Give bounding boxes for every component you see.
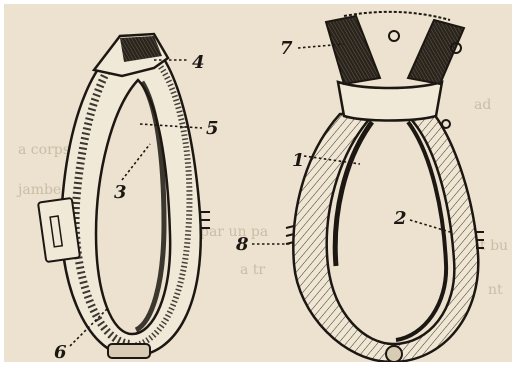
- right-collar-ring-left: [389, 31, 399, 41]
- callout-4: 4: [192, 52, 205, 73]
- right-collar-ring-side: [442, 120, 450, 128]
- figure-frame: a corps de jambes d'un par un pa a tr ad…: [4, 4, 512, 362]
- bleed-line-5: ad: [474, 97, 491, 113]
- right-collar-bottom-fitting: [386, 346, 402, 362]
- callout-3: 3: [114, 182, 127, 203]
- bleed-line-6: t bu: [480, 238, 508, 254]
- right-collar-band: [338, 82, 442, 121]
- callout-6: 6: [54, 342, 67, 362]
- callout-7: 7: [280, 38, 293, 59]
- callout-5: 5: [206, 118, 219, 139]
- left-collar-bottom-fitting: [108, 344, 150, 358]
- collar-diagram: a corps de jambes d'un par un pa a tr ad…: [4, 4, 512, 362]
- bleed-line-4: a tr: [240, 262, 265, 278]
- right-collar-left-hame: [326, 16, 380, 84]
- callout-8: 8: [235, 234, 249, 255]
- left-collar-buckle: [38, 198, 80, 262]
- callout-2: 2: [393, 208, 407, 229]
- callout-1: 1: [292, 150, 305, 171]
- right-collar: [286, 12, 484, 362]
- bleed-line-3: par un pa: [200, 224, 268, 240]
- right-collar-chain: [344, 12, 450, 20]
- bleed-line-7: nt: [488, 282, 503, 298]
